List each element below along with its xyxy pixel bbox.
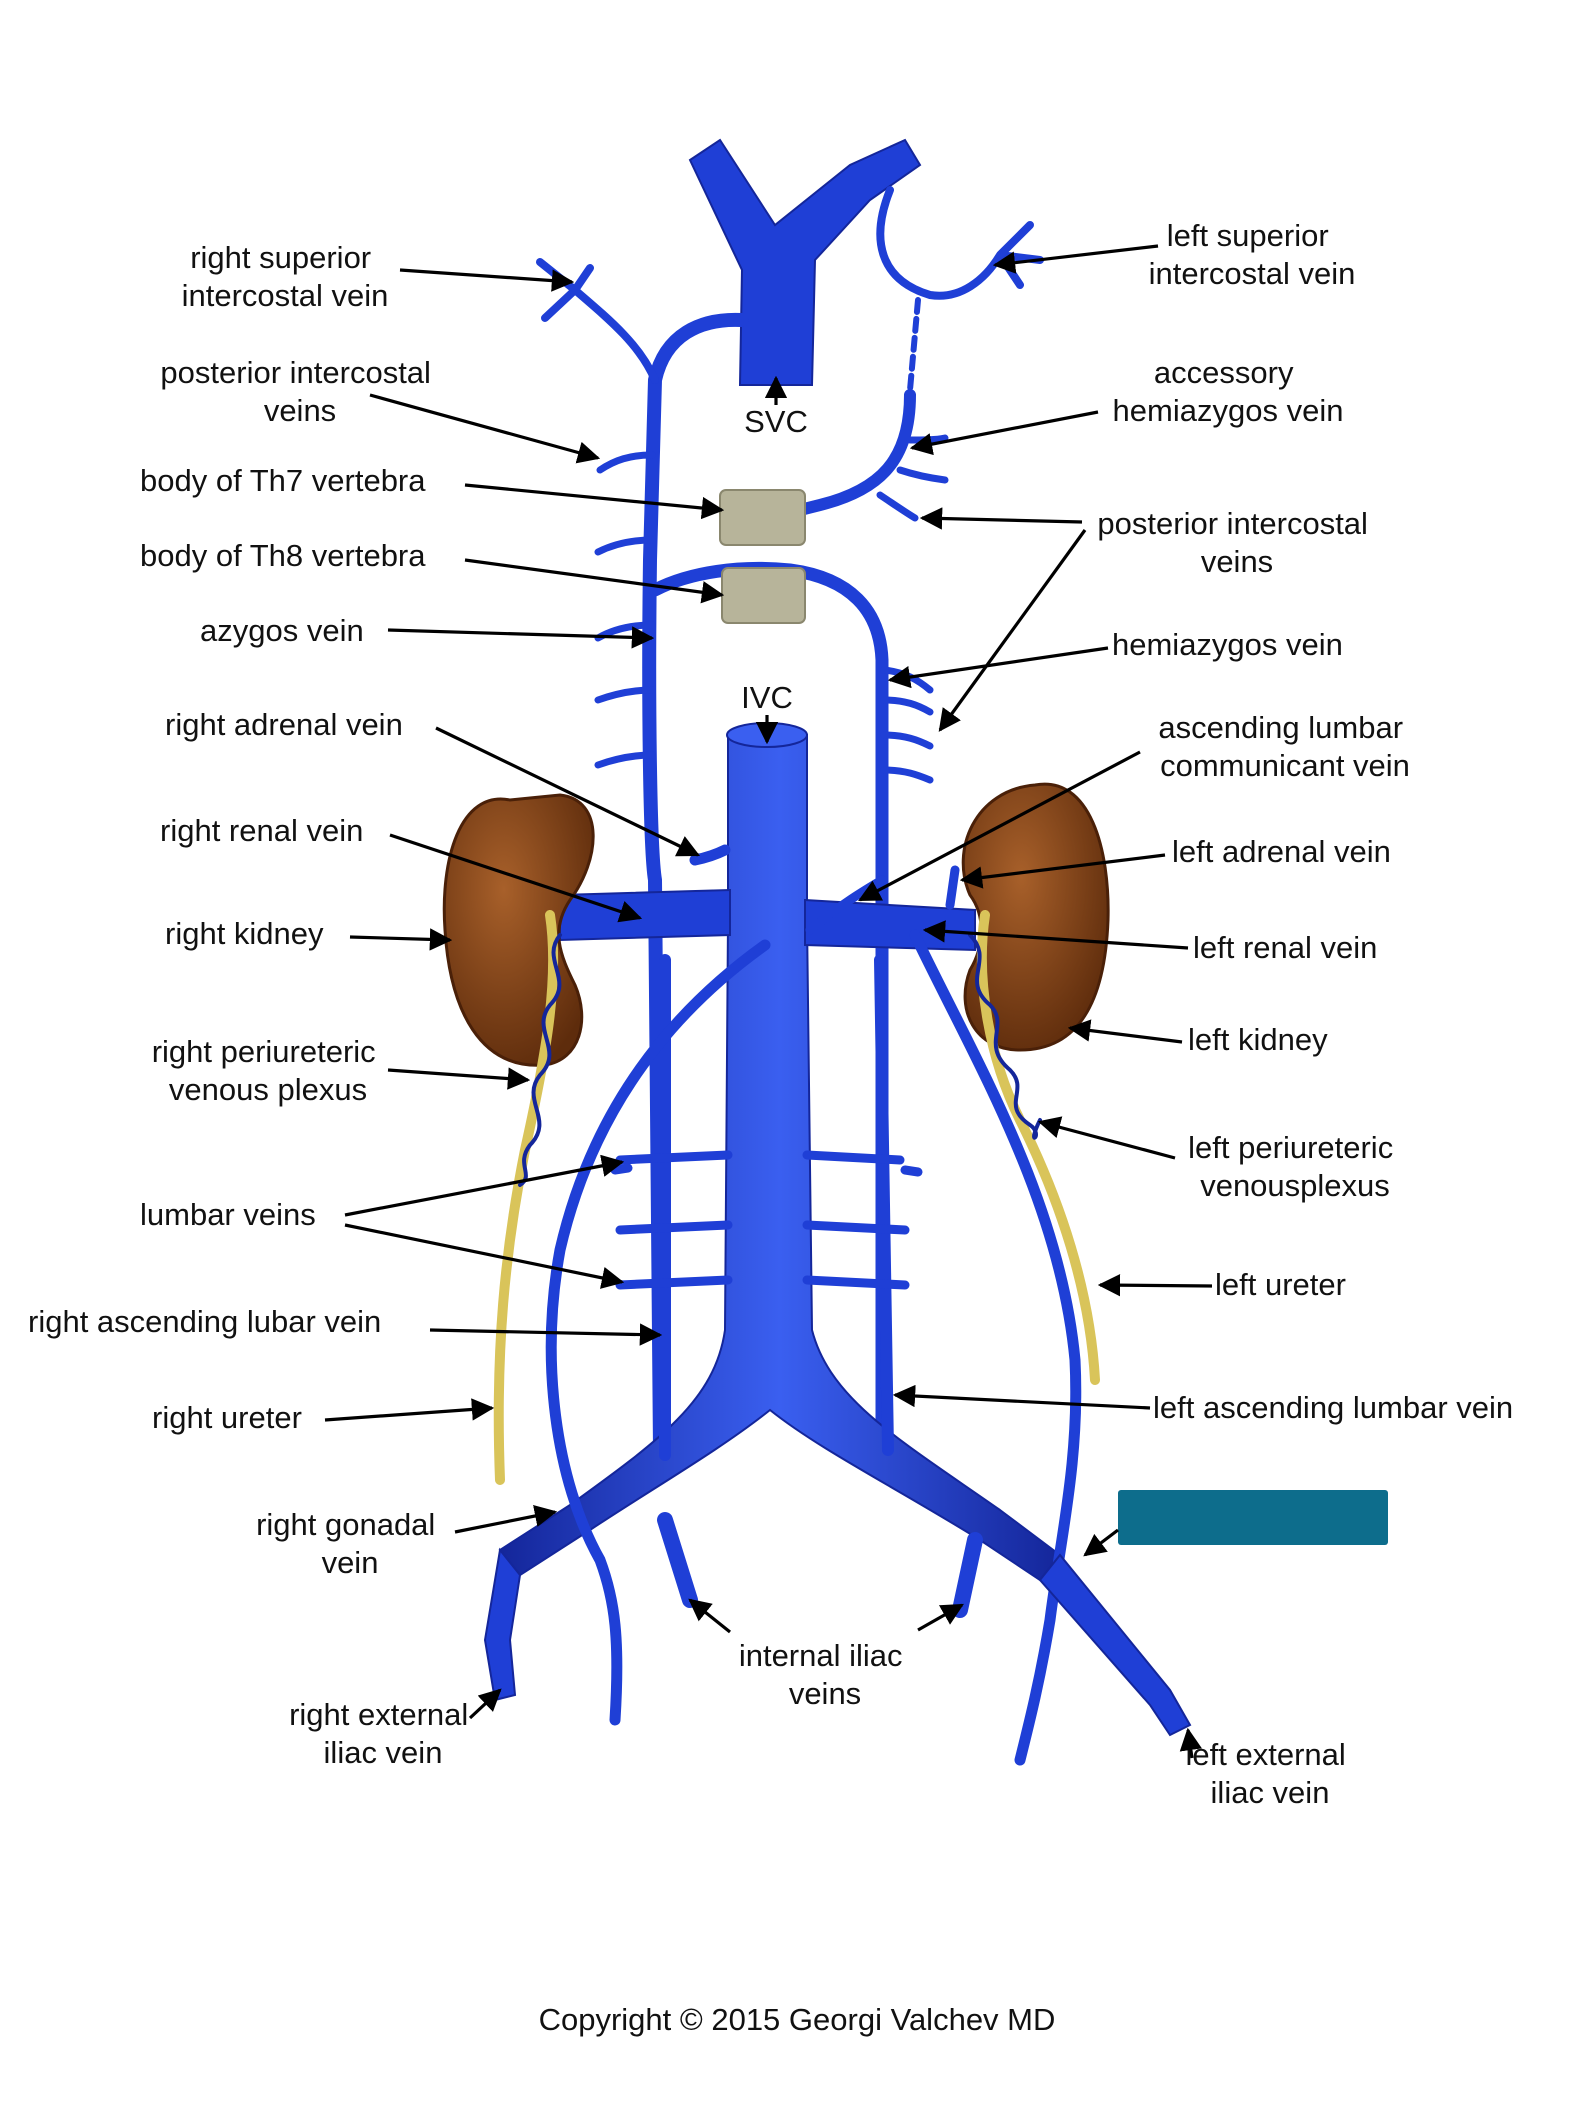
left-external-iliac-arrow bbox=[1179, 1727, 1202, 1759]
right-ureter-label: right ureter bbox=[152, 1400, 302, 1435]
right-periureteric-label: right periureteric venous plexus bbox=[152, 1034, 385, 1107]
left-superior-intercostal-vein bbox=[876, 186, 1044, 300]
left-periureteric-arrow bbox=[1037, 1116, 1176, 1160]
right-renal-arrow bbox=[389, 833, 643, 923]
lumbar-veins-label: lumbar veins bbox=[140, 1197, 316, 1232]
left-external-iliac-vessel bbox=[1038, 1553, 1192, 1737]
left-adrenal-vein-vessel bbox=[945, 865, 960, 910]
lumbar-veins-arrow-2 bbox=[344, 1223, 625, 1289]
accessory-hemiazygos-dashed bbox=[907, 297, 921, 393]
left-renal-label: left renal vein bbox=[1193, 930, 1377, 965]
left-ascending-lumbar-vessel bbox=[874, 954, 894, 1456]
ureters bbox=[493, 910, 1100, 1485]
right-gonadal-arrow bbox=[454, 1504, 558, 1534]
left-superior-intercostal-label: left superior intercostal vein bbox=[1149, 218, 1356, 291]
posterior-intercostal-left-arrow-2 bbox=[938, 529, 1087, 732]
left-gonadal-vessel bbox=[909, 929, 1082, 1766]
right-adrenal-vein-vessel bbox=[689, 844, 731, 866]
right-kidney-label: right kidney bbox=[165, 916, 324, 951]
left-kidney-arrow bbox=[1067, 1019, 1183, 1044]
right-ascending-lumbar-label: right ascending lubar vein bbox=[28, 1304, 381, 1339]
posterior-intercostal-left-label: posterior intercostal veins bbox=[1097, 506, 1376, 579]
hidden-label-box bbox=[1118, 1490, 1388, 1545]
right-kidney-arrow bbox=[349, 928, 453, 951]
posterior-intercostal-left-arrow-1 bbox=[919, 507, 1083, 530]
left-renal-arrow bbox=[922, 920, 1189, 950]
internal-iliac-arrow-right bbox=[688, 1598, 731, 1634]
posterior-intercostal-right-arrow bbox=[369, 393, 601, 464]
hidden-box-arrow bbox=[1083, 1528, 1119, 1557]
left-ascending-lumbar-label: left ascending lumbar vein bbox=[1153, 1390, 1513, 1425]
labels-left: right superior intercostal vein posterio… bbox=[28, 240, 725, 1770]
azygos-arrow bbox=[387, 626, 655, 649]
copyright-text: Copyright © 2015 Georgi Valchev MD bbox=[539, 2002, 1056, 2037]
left-external-iliac-label: left external iliac vein bbox=[1186, 1737, 1355, 1810]
right-periureteric-plexus-shape bbox=[518, 933, 562, 1187]
left-periureteric-label: left periureteric venousplexus bbox=[1188, 1130, 1402, 1203]
th7-arrow bbox=[464, 483, 725, 520]
azygos-label: azygos vein bbox=[200, 613, 364, 648]
right-renal-vein bbox=[559, 888, 731, 942]
accessory-hemiazygos-arrow bbox=[909, 410, 1099, 456]
left-ascending-lumbar-arrow bbox=[892, 1384, 1151, 1410]
right-posterior-intercostal-veins bbox=[594, 451, 656, 769]
azygos-vein bbox=[642, 312, 749, 1457]
left-ureter-label: left ureter bbox=[1215, 1267, 1346, 1302]
th7-label: body of Th7 vertebra bbox=[140, 463, 426, 498]
left-periureteric-plexus-shape bbox=[968, 933, 1042, 1140]
internal-iliac-label: internal iliac veins bbox=[739, 1638, 911, 1711]
th8-arrow bbox=[464, 558, 725, 604]
lumbar-veins-arrow-1 bbox=[344, 1154, 625, 1217]
th8-vertebra-shape bbox=[721, 567, 806, 624]
right-external-iliac-label: right external iliac vein bbox=[289, 1697, 477, 1770]
left-ureter-arrow bbox=[1097, 1273, 1213, 1297]
left-internal-iliac-vessel bbox=[952, 1532, 983, 1618]
internal-iliac-arrow-left bbox=[917, 1603, 964, 1632]
right-superior-intercostal-label: right superior intercostal vein bbox=[182, 240, 389, 313]
right-superior-intercostal-arrow bbox=[399, 268, 575, 292]
right-adrenal-label: right adrenal vein bbox=[165, 707, 403, 742]
labels-right: left superior intercostal vein accessory… bbox=[858, 218, 1513, 1810]
svc-label: SVC bbox=[744, 404, 808, 439]
left-kidney-label: left kidney bbox=[1188, 1022, 1328, 1057]
accessory-hemiazygos-label: accessory hemiazygos vein bbox=[1113, 355, 1344, 428]
right-ascending-lumbar-arrow bbox=[429, 1323, 663, 1346]
right-periureteric-arrow bbox=[387, 1067, 531, 1090]
left-posterior-intercostal-veins-lower bbox=[880, 666, 934, 784]
ivc-label: IVC bbox=[741, 680, 793, 715]
left-adrenal-label: left adrenal vein bbox=[1172, 834, 1391, 869]
right-renal-label: right renal vein bbox=[160, 813, 363, 848]
left-ureter-shape bbox=[976, 910, 1100, 1385]
left-superior-intercostal-arrow bbox=[992, 244, 1159, 274]
th7-vertebra-shape bbox=[719, 489, 806, 546]
posterior-intercostal-right-label: posterior intercostal veins bbox=[160, 355, 439, 428]
labels-center: SVC IVC internal iliac veins bbox=[688, 375, 964, 1711]
hemiazygos-arrow bbox=[887, 646, 1109, 689]
vertebrae bbox=[719, 489, 806, 624]
lumbar-veins-vessels bbox=[610, 1150, 923, 1290]
ascending-lumbar-communicant-arrow bbox=[858, 750, 1141, 902]
right-gonadal-vessel bbox=[545, 939, 771, 1726]
right-ureter-arrow bbox=[324, 1398, 495, 1422]
right-external-iliac-arrow bbox=[468, 1688, 502, 1720]
left-posterior-intercostal-veins-upper bbox=[876, 434, 949, 522]
right-external-iliac-vessel bbox=[483, 1547, 522, 1702]
hemiazygos-label: hemiazygos vein bbox=[1112, 627, 1343, 662]
right-gonadal-label: right gonadal vein bbox=[256, 1507, 444, 1580]
th8-label: body of Th8 vertebra bbox=[140, 538, 426, 573]
ascending-lumbar-communicant-label: ascending lumbar communicant vein bbox=[1158, 710, 1411, 783]
right-internal-iliac-vessel bbox=[657, 1512, 698, 1608]
right-adrenal-arrow bbox=[435, 726, 701, 857]
left-adrenal-arrow bbox=[959, 853, 1166, 889]
